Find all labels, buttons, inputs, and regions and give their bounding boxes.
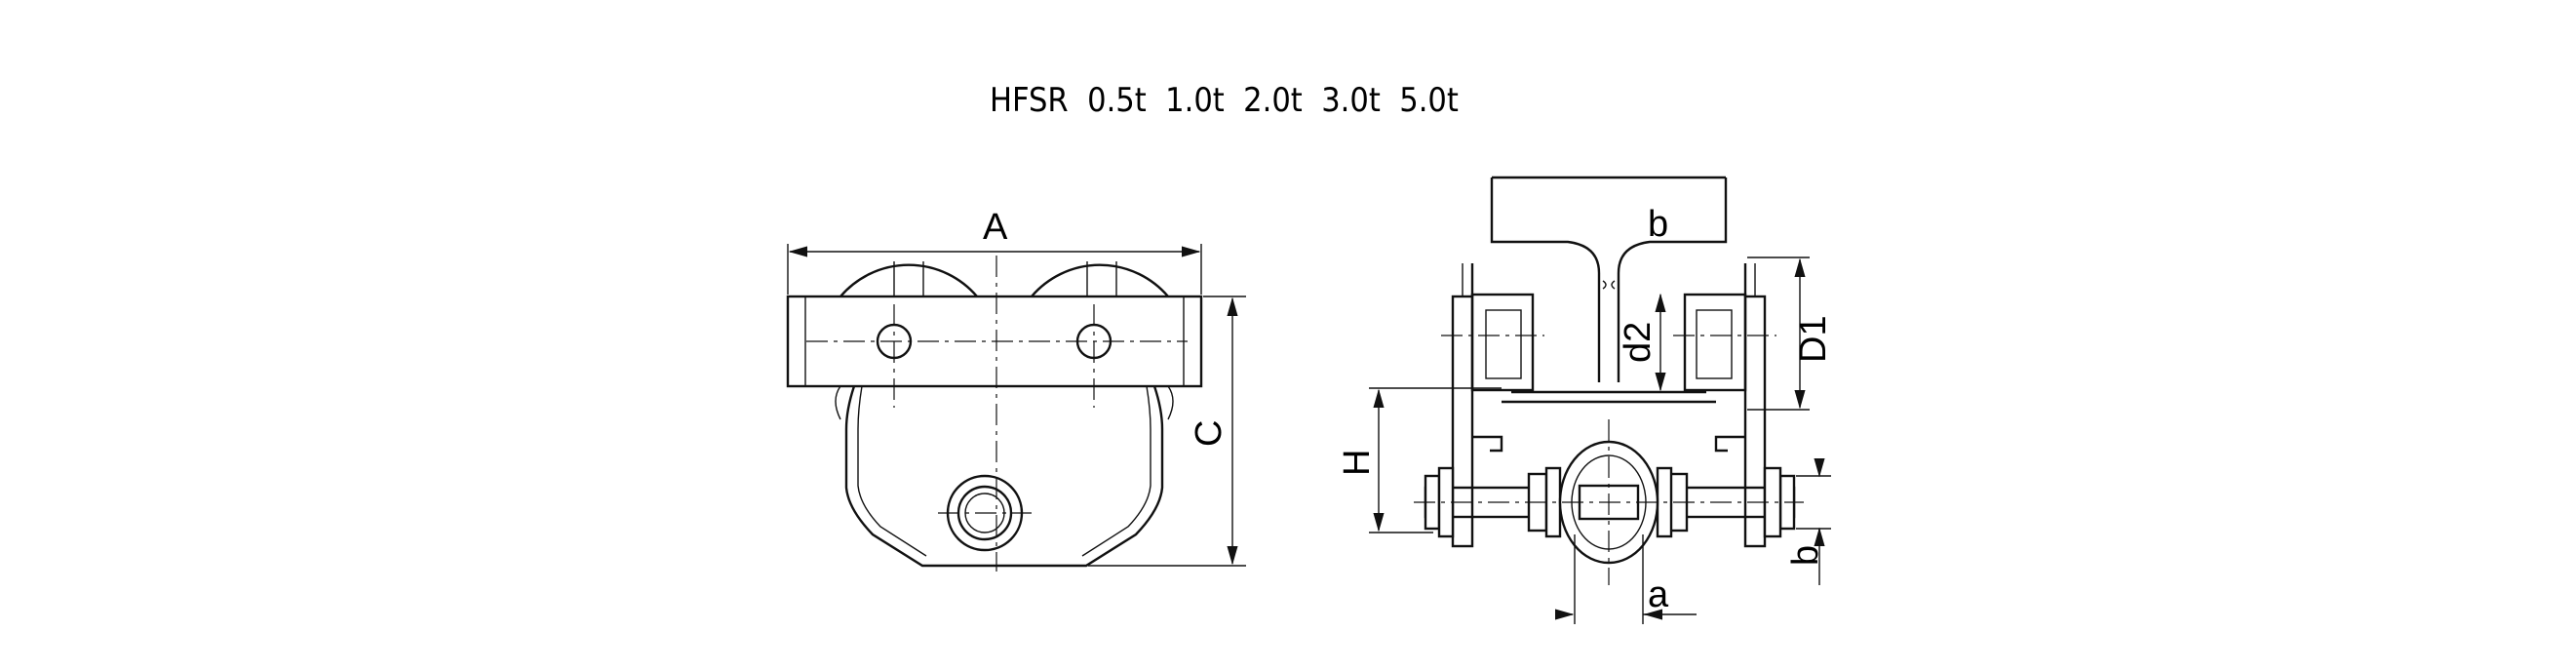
label-a: a bbox=[1648, 574, 1669, 615]
label-d2: d2 bbox=[1618, 322, 1659, 363]
drawing-title: HFSR 0.5t 1.0t 2.0t 3.0t 5.0t bbox=[990, 81, 1459, 120]
trolley-body bbox=[844, 385, 1164, 568]
label-D1: D1 bbox=[1793, 315, 1834, 363]
left-track-wheel bbox=[1470, 293, 1535, 392]
right-track-wheel bbox=[1683, 293, 1747, 392]
i-beam-flange bbox=[1490, 178, 1601, 382]
right-wheel bbox=[1031, 263, 1169, 297]
left-side-plate bbox=[1451, 295, 1474, 548]
label-A: A bbox=[983, 207, 1008, 248]
side-plate bbox=[786, 295, 1203, 388]
label-b-top: b bbox=[1648, 204, 1668, 245]
side-view: b d2 bbox=[1337, 176, 1834, 624]
front-view: A C bbox=[786, 207, 1246, 572]
left-wheel bbox=[839, 263, 978, 297]
label-b-right: b bbox=[1785, 545, 1826, 566]
label-H: H bbox=[1337, 450, 1378, 476]
right-side-plate bbox=[1743, 295, 1767, 548]
label-C: C bbox=[1189, 420, 1229, 447]
